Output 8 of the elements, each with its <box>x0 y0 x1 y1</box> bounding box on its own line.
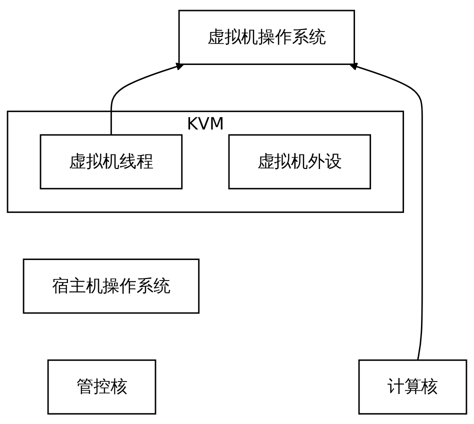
node-box: 虚拟机外设 <box>228 134 372 190</box>
node-box: 虚拟机操作系统 <box>178 10 356 65</box>
arrow <box>349 62 423 360</box>
node-box: 虚拟机线程 <box>40 134 183 190</box>
node-box: 宿主机操作系统 <box>22 258 200 314</box>
node-box: 计算核 <box>358 359 468 414</box>
arrow <box>110 62 184 135</box>
node-box: 管控核 <box>47 359 156 414</box>
